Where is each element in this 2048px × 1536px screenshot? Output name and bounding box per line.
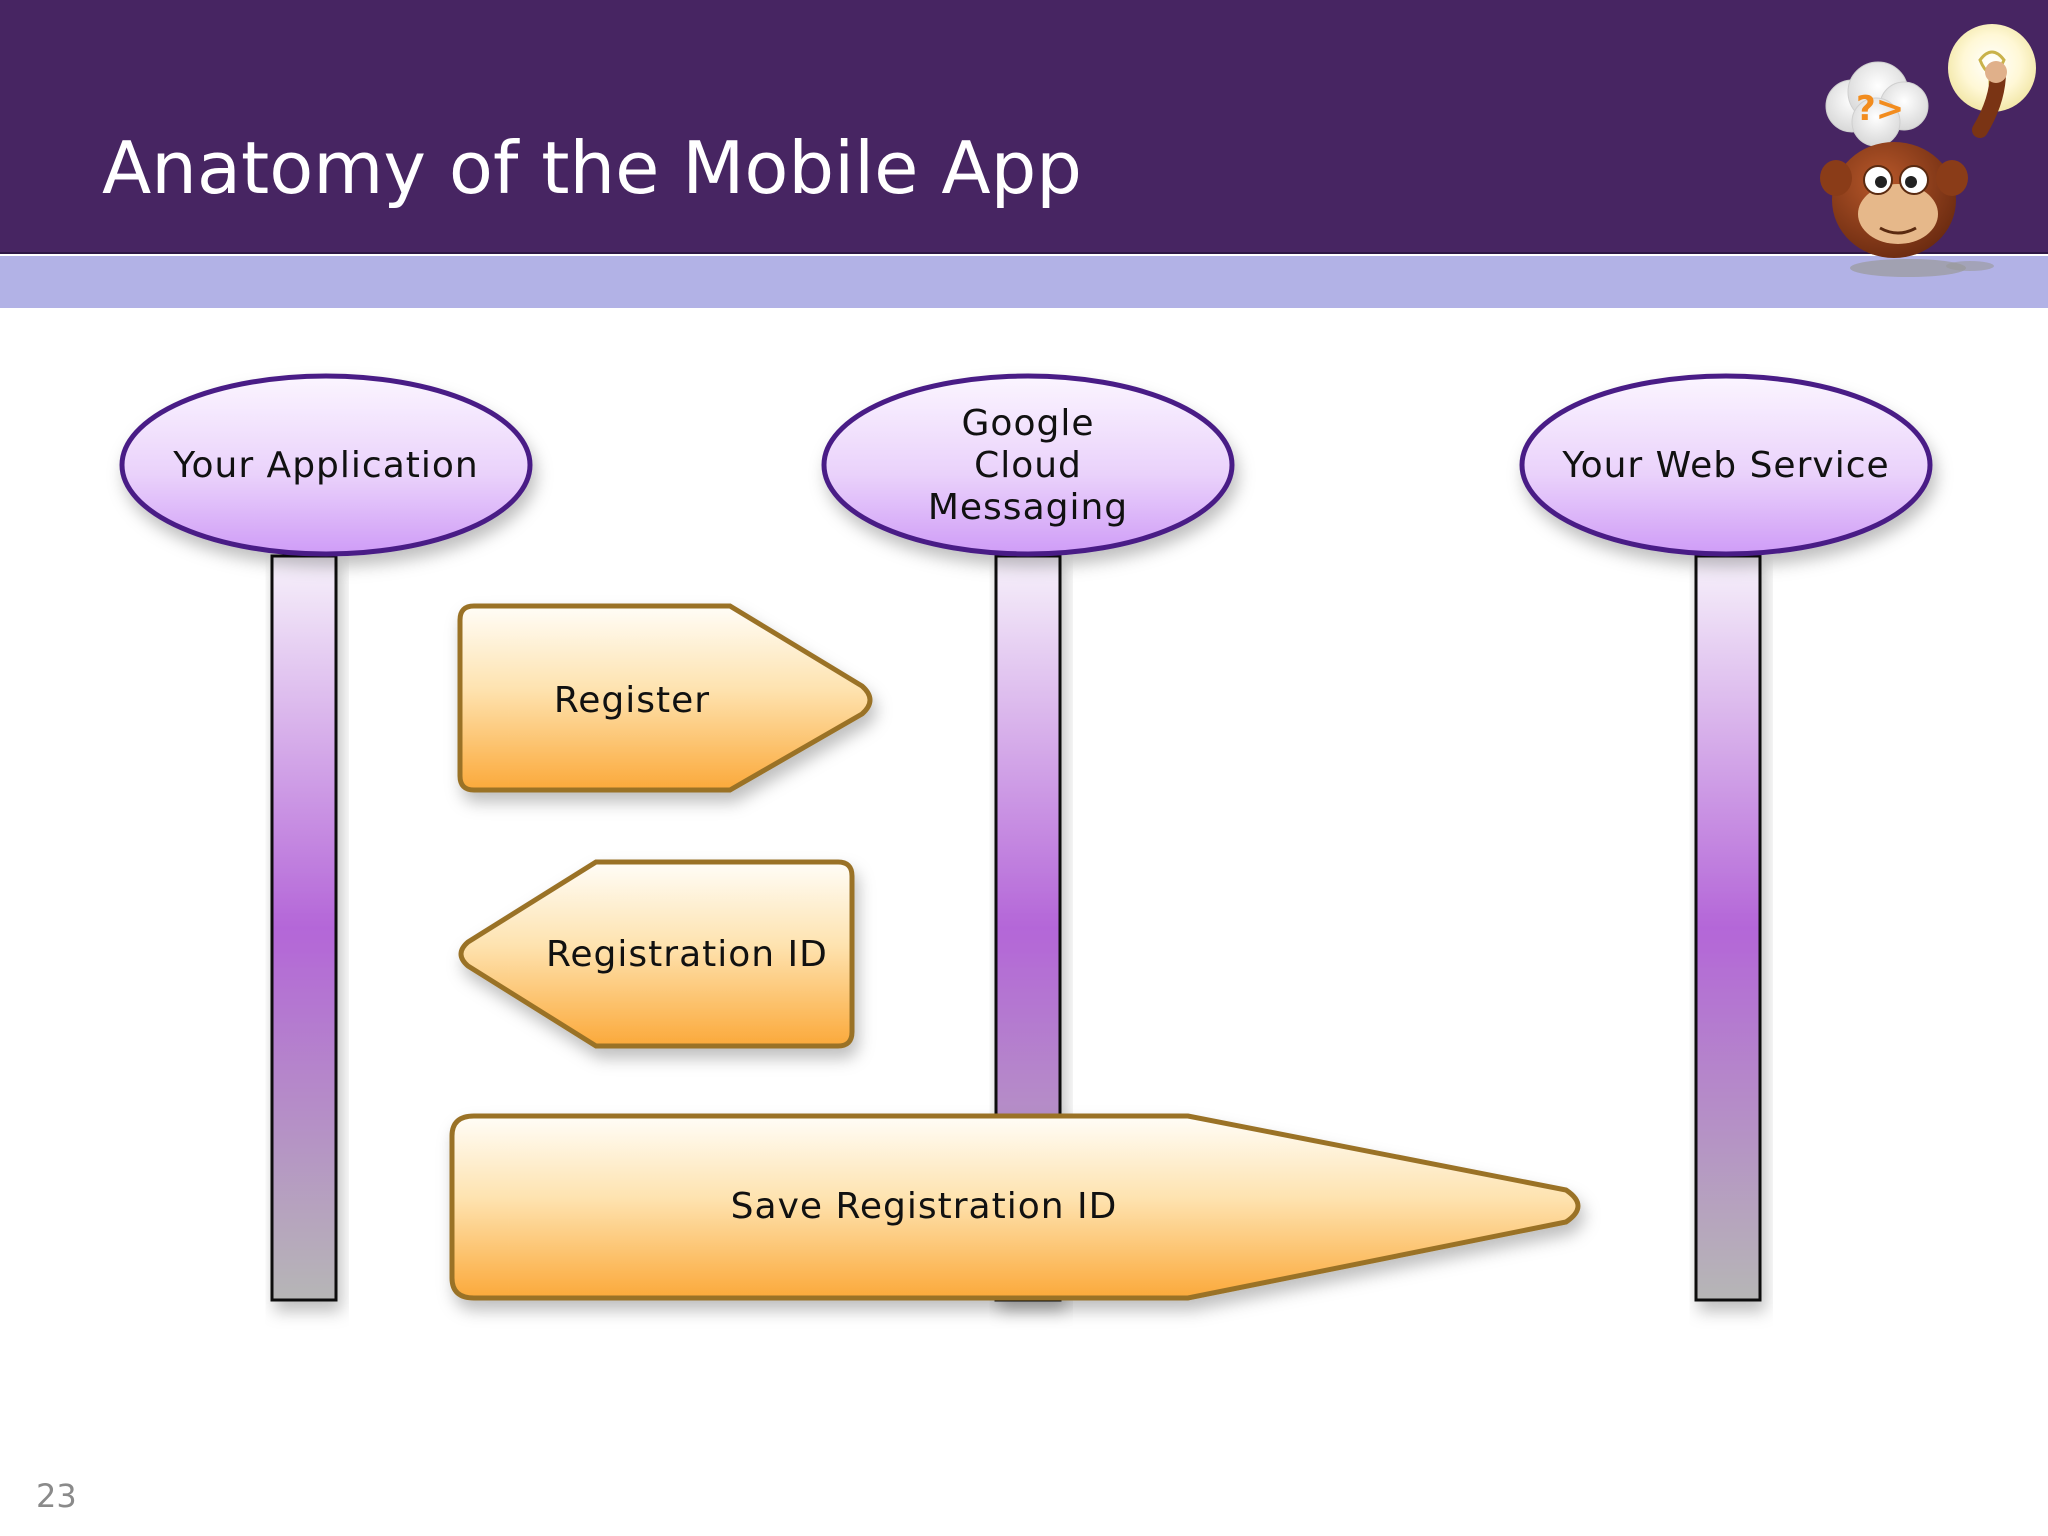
lifeline-your-application [270,554,338,1302]
lifeline-your-web-service [1694,554,1762,1302]
svg-text:?>: ?> [1856,89,1904,129]
node-label-your-web-service: Your Web Service [1562,445,1890,486]
header-bar [0,0,2048,254]
message-label-register: Register [553,680,711,721]
message-registration-id-arrow [458,859,855,1049]
node-google-cloud-messaging [821,373,1235,557]
message-label-registration-id: Registration ID [546,934,828,975]
page-number: 23 [36,1477,77,1515]
monkey-thinking-icon: ?> [1820,24,2036,277]
message-save-registration-id-arrow [449,1113,1581,1301]
node-label-your-application: Your Application [173,445,479,486]
header-stripe [0,256,2048,308]
message-register-arrow [457,603,873,793]
node-your-application [119,373,533,557]
slide-title: Anatomy of the Mobile App [102,126,1082,210]
message-label-save-registration-id: Save Registration ID [730,1186,1118,1227]
node-label-google-cloud-messaging: Google Cloud Messaging [927,403,1129,528]
node-your-web-service [1519,373,1933,557]
